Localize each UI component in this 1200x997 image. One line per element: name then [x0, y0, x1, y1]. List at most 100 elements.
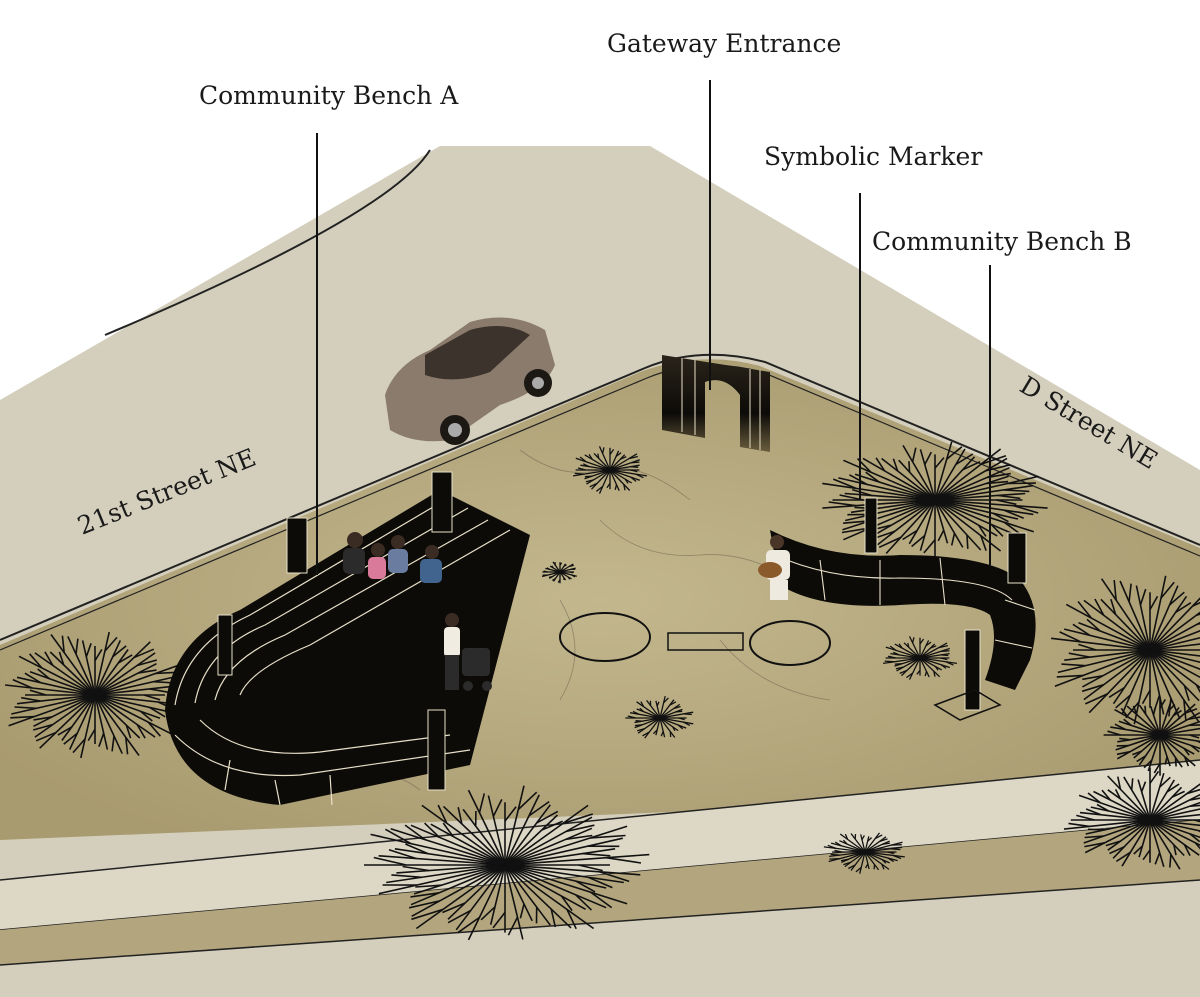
canopy-twig [590, 834, 626, 839]
canopy-branch [609, 469, 641, 481]
canopy-branch [1159, 734, 1183, 768]
canopy-branch [908, 657, 921, 680]
canopy-branch [411, 864, 506, 918]
canopy-branch [5, 684, 96, 696]
canopy-twig [517, 791, 538, 811]
canopy-branch [877, 499, 936, 546]
canopy-twig [569, 571, 574, 574]
canopy-twig [143, 694, 161, 701]
canopy-branch [1112, 819, 1151, 859]
canopy-twig [1114, 789, 1122, 800]
canopy-branch [504, 853, 650, 866]
canopy-twig [28, 653, 43, 669]
canopy-branch [864, 851, 890, 864]
canopy-branch [1126, 705, 1161, 736]
canopy-branch [598, 446, 611, 471]
canopy-branch [1121, 819, 1151, 867]
canopy-twig [884, 660, 895, 663]
canopy-twig [887, 857, 895, 863]
canopy-branch [396, 864, 506, 874]
marker-panel [1007, 532, 1027, 584]
canopy-twig [1109, 846, 1125, 855]
canopy-twig [1003, 521, 1022, 536]
canopy-twig [1116, 750, 1131, 756]
canopy-twig [1076, 814, 1095, 821]
canopy-twig [571, 574, 576, 578]
canopy-twig [408, 900, 440, 909]
canopy-twig [388, 848, 417, 860]
canopy-twig [1154, 852, 1161, 865]
canopy-branch [636, 701, 661, 719]
canopy-twig [133, 648, 155, 659]
canopy-twig [504, 806, 517, 822]
canopy-twig [575, 880, 596, 893]
canopy-branch [559, 571, 572, 580]
canopy-branch [919, 657, 950, 669]
canopy-twig [1194, 842, 1200, 850]
canopy-branch [919, 643, 936, 659]
canopy-branch [1159, 734, 1200, 750]
canopy-twig [590, 891, 613, 909]
canopy-twig [675, 710, 683, 713]
canopy-twig [541, 820, 564, 831]
canopy-twig [828, 501, 857, 507]
canopy-twig [683, 713, 692, 716]
canopy-branch [896, 657, 921, 672]
canopy-twig [33, 716, 53, 721]
canopy-twig [1133, 845, 1143, 855]
canopy-branch [1159, 734, 1196, 767]
canopy-branch [1149, 819, 1165, 868]
canopy-twig [61, 635, 65, 653]
canopy-twig [1140, 781, 1147, 792]
canopy-branch [842, 499, 936, 531]
canopy-twig [478, 793, 486, 813]
canopy-branch [1090, 806, 1151, 821]
canopy-branch [1065, 603, 1151, 651]
canopy-twig [596, 485, 603, 492]
canopy-branch [1138, 819, 1151, 858]
canopy-branch [34, 652, 96, 696]
canopy-twig [72, 738, 86, 754]
canopy-twig [528, 800, 550, 817]
canopy-twig [85, 643, 92, 658]
canopy-twig [588, 454, 593, 460]
canopy-twig [575, 894, 593, 911]
canopy-branch [504, 864, 624, 884]
canopy-branch [934, 499, 1034, 516]
canopy-branch [462, 808, 506, 866]
canopy-twig [886, 851, 895, 855]
canopy-twig [987, 472, 1011, 479]
canopy-branch [1149, 813, 1200, 821]
canopy-twig [924, 671, 928, 677]
canopy-branch [18, 655, 96, 696]
canopy-branch [637, 717, 661, 734]
canopy-twig [1159, 776, 1171, 788]
canopy-twig [1192, 601, 1200, 607]
canopy-branch [1149, 819, 1181, 870]
canopy-branch [822, 499, 936, 509]
canopy-twig [1003, 509, 1025, 519]
canopy-twig [933, 671, 936, 677]
canopy-branch [1093, 790, 1151, 821]
canopy-twig [950, 533, 956, 546]
canopy-twig [934, 457, 945, 469]
canopy-branch [919, 657, 957, 665]
canopy-twig [557, 579, 561, 583]
canopy-branch [1149, 649, 1200, 702]
canopy-twig [1077, 600, 1093, 619]
canopy-branch [854, 473, 936, 501]
canopy-branch [1159, 734, 1171, 767]
canopy-branch [1054, 649, 1151, 688]
canopy-twig [63, 732, 78, 745]
canopy-branch [541, 571, 561, 578]
canopy-branch [864, 841, 903, 853]
canopy-branch [467, 864, 506, 941]
canopy-branch [94, 694, 161, 719]
plaza-plaque [667, 632, 744, 651]
planter-left [559, 612, 651, 662]
canopy-twig [385, 828, 412, 845]
canopy-branch [94, 631, 110, 696]
canopy-branch [860, 834, 866, 853]
canopy-twig [614, 484, 618, 490]
canopy-twig [1187, 716, 1200, 721]
